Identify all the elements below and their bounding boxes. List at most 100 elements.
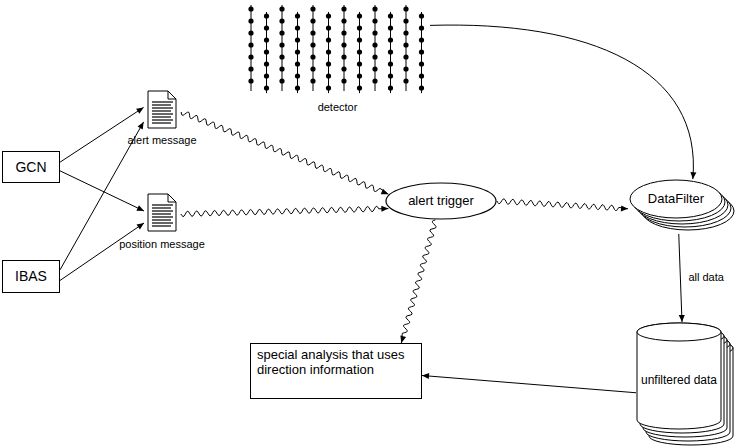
detector-module: [326, 61, 331, 66]
edge-label: all data: [686, 271, 725, 284]
document-line: [152, 213, 171, 214]
detector-string: [251, 5, 252, 91]
node-label: alert trigger: [408, 194, 474, 209]
document-icon: [148, 91, 176, 128]
arrowhead: [138, 122, 144, 130]
cyl-node: unfiltered data: [636, 322, 736, 444]
detector-module: [403, 30, 408, 35]
connector: [400, 220, 436, 343]
document-line: [152, 107, 173, 108]
connector: [60, 223, 144, 280]
connector: [181, 206, 389, 217]
detector-string: [375, 5, 376, 91]
detector-string: [406, 5, 407, 91]
detector-module: [326, 85, 331, 90]
detector-module: [295, 25, 300, 30]
detector-string: [282, 5, 283, 91]
rect-node: GCN: [2, 151, 60, 183]
detector-module: [279, 66, 284, 71]
arrowhead: [136, 107, 143, 113]
connector-line: [181, 112, 388, 194]
document-line: [152, 210, 173, 211]
detector-module: [310, 54, 315, 59]
detector-module: [341, 6, 346, 11]
detector-module: [279, 54, 284, 59]
detector-module: [388, 49, 393, 54]
arrowhead: [621, 205, 628, 211]
connector: [430, 25, 696, 179]
detector-module: [264, 73, 269, 78]
document-line: [152, 207, 171, 208]
connector: [679, 234, 685, 322]
node-label: detector: [318, 101, 358, 114]
detector-module: [372, 18, 377, 23]
document-line: [152, 219, 171, 220]
connector-line: [679, 234, 682, 322]
node-label: unfiltered data: [641, 374, 717, 388]
detector-module: [341, 42, 346, 47]
connector-line: [497, 199, 628, 211]
arrowhead: [381, 206, 388, 212]
document-line: [152, 110, 171, 111]
connector: [422, 373, 636, 393]
detector-module: [326, 13, 331, 18]
rect-node: IBAS: [2, 260, 60, 293]
detector-module: [310, 78, 315, 83]
detector-string: [344, 5, 345, 91]
detector-module: [264, 37, 269, 42]
detector-module: [341, 78, 346, 83]
connector-line: [401, 220, 436, 343]
arrowhead: [422, 373, 429, 379]
arrowhead: [381, 189, 389, 195]
connector: [497, 199, 628, 211]
detector-module: [357, 49, 362, 54]
detector-module: [326, 37, 331, 42]
detector-module: [341, 66, 346, 71]
detector-module: [419, 13, 424, 18]
arrowhead: [690, 172, 696, 179]
detector-module: [279, 30, 284, 35]
document-outline: [148, 194, 176, 231]
arrowhead: [679, 315, 685, 322]
detector-module: [310, 42, 315, 47]
detector-module: [357, 85, 362, 90]
stack-shape: [628, 178, 736, 234]
arrowhead: [136, 205, 144, 211]
doc-node: position message: [117, 193, 207, 253]
document-line: [152, 116, 171, 117]
connector: [181, 112, 388, 194]
node-label: position message: [119, 238, 205, 251]
detector-module: [419, 85, 424, 90]
detector-module: [403, 54, 408, 59]
ellipse-node: alert trigger: [385, 182, 497, 220]
detector-module: [388, 85, 393, 90]
detector-module: [279, 18, 284, 23]
detector-module: [388, 37, 393, 42]
detector-string: [313, 5, 314, 91]
text-holder: position message: [117, 235, 207, 253]
detector-module: [310, 6, 315, 11]
detector-module: [341, 30, 346, 35]
document-outline: [148, 91, 176, 128]
cylinder-top: [637, 323, 721, 341]
detector-module: [279, 42, 284, 47]
detector-module: [388, 25, 393, 30]
detector-array: [248, 5, 424, 93]
detector-module: [326, 25, 331, 30]
node-label: DataFilter: [648, 192, 704, 207]
document-icon: [148, 194, 176, 231]
detector-module: [248, 18, 253, 23]
detector-module: [372, 54, 377, 59]
connector-line: [60, 171, 144, 211]
document-fold: [168, 91, 176, 99]
detector-module: [341, 54, 346, 59]
detector-module: [419, 49, 424, 54]
stack-node: DataFilter: [628, 178, 736, 234]
connector-line: [430, 25, 693, 179]
detector-module: [295, 85, 300, 90]
connector-line: [60, 223, 144, 280]
detector-module: [295, 61, 300, 66]
detector-module: [388, 13, 393, 18]
detector-module: [357, 37, 362, 42]
detector-node: detector: [245, 3, 430, 115]
